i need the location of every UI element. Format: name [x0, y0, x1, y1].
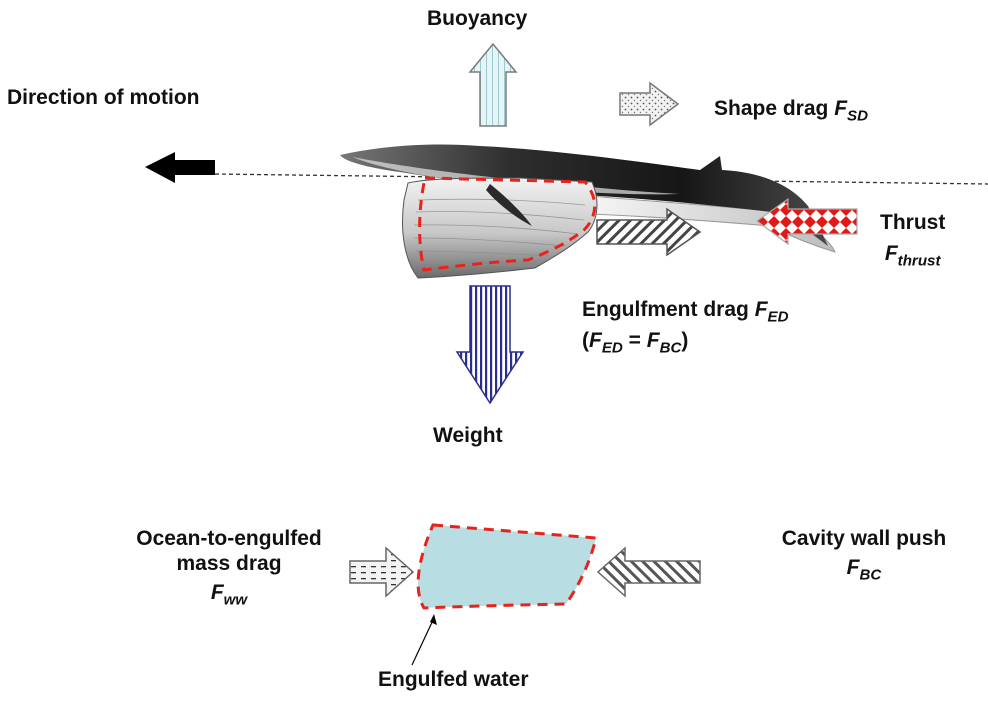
- eq-equals: =: [622, 329, 647, 353]
- thrust-label: Thrust Fthrust: [880, 210, 945, 271]
- engulfed-water-shape: [416, 523, 598, 610]
- eq-right-symbol: F: [646, 329, 660, 353]
- shape-drag-subscript: SD: [847, 107, 869, 125]
- weight-text: Weight: [433, 424, 503, 447]
- shape-drag-symbol: F: [834, 97, 848, 120]
- direction-text: Direction of motion: [7, 86, 200, 109]
- thrust-symbol: F: [884, 242, 898, 266]
- engulfment-drag-symbol: F: [754, 298, 768, 321]
- whale-engulfed-outline: [418, 176, 597, 272]
- direction-arrow: [145, 152, 215, 183]
- thrust-text: Thrust: [880, 211, 946, 234]
- eq-close: ): [681, 329, 689, 353]
- buoyancy-text: Buoyancy: [427, 7, 528, 30]
- buoyancy-arrow: [468, 42, 518, 127]
- ocean-drag-arrow: [349, 546, 415, 598]
- eq-left-symbol: F: [589, 329, 602, 353]
- engulfed-water-text: Engulfed water: [378, 668, 529, 691]
- weight-label: Weight: [433, 423, 503, 448]
- ocean-drag-symbol: F: [210, 581, 224, 605]
- eq-right-subscript: BC: [659, 339, 682, 357]
- shape-drag-arrow: [619, 81, 680, 127]
- engulfed-water-pointer: [411, 617, 435, 666]
- eq-open: (: [582, 329, 589, 353]
- engulfed-water-pointer-head: [430, 614, 437, 625]
- ocean-drag-subscript: ww: [223, 591, 248, 609]
- cavity-push-symbol: F: [846, 556, 860, 580]
- direction-label: Direction of motion: [7, 85, 200, 110]
- engulfment-equation: (FED = FBC): [582, 328, 789, 357]
- eq-left-subscript: ED: [601, 339, 623, 357]
- cavity-push-text: Cavity wall push: [781, 527, 947, 550]
- engulfment-drag-arrow: [596, 207, 702, 257]
- engulfment-drag-text: Engulfment drag: [582, 298, 749, 321]
- ocean-drag-line2: mass drag: [176, 552, 282, 576]
- whale-flipper: [486, 184, 532, 226]
- cavity-push-subscript: BC: [859, 566, 882, 584]
- cavity-push-arrow: [596, 546, 701, 598]
- ocean-drag-line1: Ocean-to-engulfed: [136, 527, 322, 550]
- thrust-subscript: thrust: [897, 252, 941, 270]
- ocean-drag-label: Ocean-to-engulfed mass drag Fww: [96, 526, 362, 610]
- cavity-push-label: Cavity wall push FBC: [744, 526, 984, 585]
- buoyancy-label: Buoyancy: [427, 6, 527, 31]
- engulfment-drag-subscript: ED: [767, 308, 789, 326]
- engulfment-drag-label: Engulfment drag FED (FED = FBC): [582, 297, 789, 358]
- engulfed-water-label: Engulfed water: [378, 667, 529, 692]
- weight-arrow: [455, 285, 525, 405]
- whale-body: [340, 144, 828, 246]
- shape-drag-text: Shape drag: [714, 97, 829, 120]
- shape-drag-label: Shape drag FSD: [714, 96, 868, 125]
- thrust-arrow: [755, 197, 858, 246]
